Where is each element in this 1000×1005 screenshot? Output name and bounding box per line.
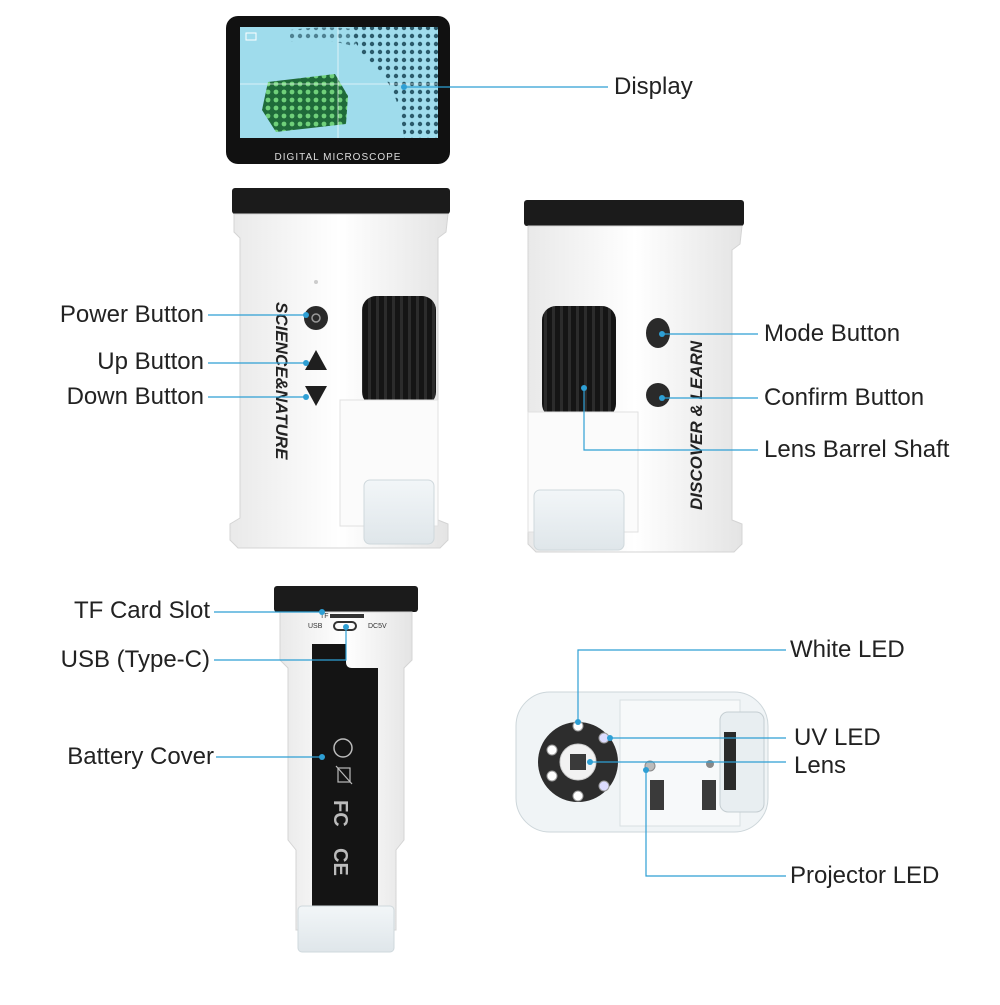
dot-battery [319,754,325,760]
indicator-led [314,280,318,284]
microscope-front-view: SCIENCE&NATURE [229,188,450,549]
power-icon [311,313,321,323]
lens [570,754,586,770]
camera-icon [245,32,257,41]
dot-tf-slot [319,609,325,615]
down-button[interactable] [305,386,327,406]
label-display: Display [614,73,693,100]
dot-uv-led [607,735,613,741]
label-lens-barrel-shaft: Lens Barrel Shaft [764,436,950,463]
label-down-button: Down Button [66,383,204,410]
screen-specimen-green [262,74,348,132]
line-usb [214,627,347,661]
lens-barrel-shaft[interactable] [542,306,616,418]
dot-white-led [575,719,581,725]
line-white-led [577,649,786,722]
port-label-tf: TF [320,613,329,620]
body-brand-right: DISCOVER & LEARN [687,340,706,510]
screen-specimen-top [290,27,372,46]
white-led-4 [572,790,584,802]
front-clear-window [363,479,435,545]
dot-projector-led [643,767,649,773]
up-button[interactable] [305,350,327,370]
screw-icon [706,760,714,768]
vent-grid-right [702,780,716,810]
label-white-led: White LED [790,636,905,663]
white-led-3 [546,770,558,782]
rear-top-cap [274,586,418,612]
line-lens-barrel [583,388,758,451]
label-mode-button: Mode Button [764,320,901,347]
line-projector-led [645,770,786,877]
dot-usb [343,624,349,630]
label-uv-led: UV LED [794,724,881,751]
dot-power [303,312,309,318]
fc-mark: FC [329,800,351,827]
dot-down [303,394,309,400]
label-battery-cover: Battery Cover [67,743,214,770]
label-tf-card-slot: TF Card Slot [73,597,210,624]
label-lens: Lens [794,752,847,779]
dot-confirm [659,395,665,401]
front-top-cap [232,188,450,214]
battery-cover[interactable] [312,644,378,906]
side-clip-slot [724,732,736,790]
label-confirm-button: Confirm Button [764,384,925,411]
callout-lines [208,86,786,877]
weee-bin-icon [337,767,351,783]
usb-type-c-port[interactable] [333,621,357,631]
mode-button[interactable] [646,318,670,348]
callout-dots [303,84,665,773]
rear-clear-base [297,905,395,953]
port-label-usb: USB [308,623,323,630]
microscope-rear-view: TF USB DC5V FC CE [274,586,418,953]
microscope-back-view: DISCOVER & LEARN [524,200,744,553]
display-unit: DIGITAL MICROSCOPE [226,16,450,164]
uv-led-2 [598,780,610,792]
dot-up [303,360,309,366]
white-led-2 [546,744,558,756]
tf-card-slot[interactable] [330,614,364,618]
recycle-icon [333,738,353,758]
dot-lens-barrel [581,385,587,391]
dot-display [401,84,407,90]
body-brand-left: SCIENCE&NATURE [272,302,291,460]
label-usb-type-c: USB (Type-C) [60,646,210,673]
label-projector-led: Projector LED [790,862,940,889]
back-clear-window [533,489,625,551]
confirm-button[interactable] [646,383,670,407]
screen-caption: DIGITAL MICROSCOPE [275,152,402,163]
screen-specimen-dark [352,27,438,138]
back-top-cap [524,200,744,226]
vent-grid-left [650,780,664,810]
front-grip [362,296,436,406]
dot-mode [659,331,665,337]
dot-lens [587,759,593,765]
label-power-button: Power Button [59,301,204,328]
label-up-button: Up Button [97,348,204,375]
port-label-dc: DC5V [368,623,387,630]
ce-mark: CE [329,848,351,876]
power-button[interactable] [304,306,328,330]
weee-cross-icon [335,765,353,785]
